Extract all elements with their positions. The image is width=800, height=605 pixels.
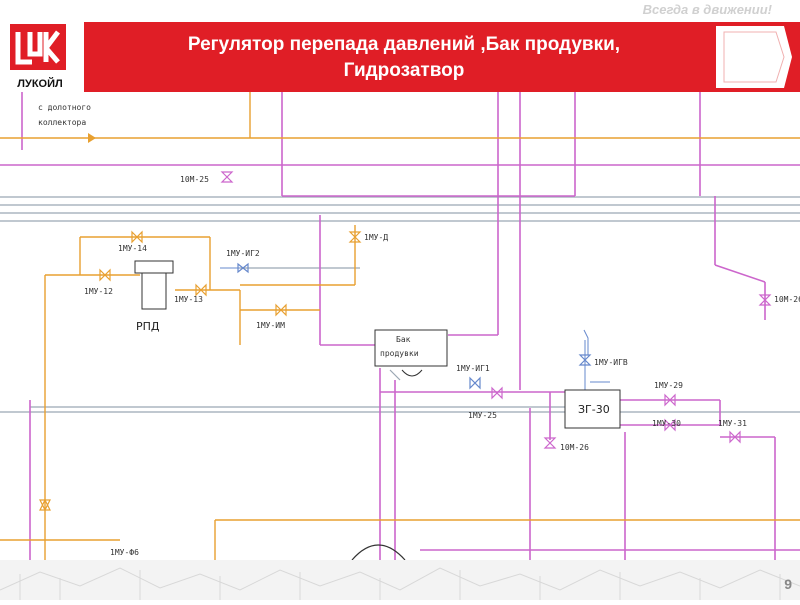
valve-10m26a [758, 294, 772, 306]
label-tank-1: Бак [396, 335, 411, 344]
hydroseal-dome [351, 544, 406, 560]
label-1mu25: 1МУ-25 [468, 411, 497, 420]
blue-pipelines [220, 267, 610, 392]
label-1mu12: 1МУ-12 [84, 287, 113, 296]
label-zg30: ЗГ-30 [578, 403, 610, 416]
title-line-1: Регулятор перепада давлений ,Бак продувк… [187, 34, 621, 55]
valve-1mu-d [348, 231, 362, 243]
valve-1mu-im [275, 303, 287, 317]
lukoil-logo-mark [10, 24, 66, 70]
valve-1mu14 [131, 230, 143, 244]
valve-1mu-ig1 [469, 376, 481, 390]
label-1mu30: 1МУ-30 [652, 419, 681, 428]
source-label-2: коллектора [38, 118, 86, 127]
blowdown-tank [374, 329, 448, 367]
label-1mu29: 1МУ-29 [654, 381, 683, 390]
slogan: Всегда в движении! [642, 2, 772, 17]
valve-1mu12 [99, 268, 111, 282]
piping-diagram: с долотного коллектора 10М-25 1МУ-Д 1МУ-… [0, 92, 800, 560]
label-rpd: РПД [136, 320, 160, 333]
down-arrow-left-2 [39, 498, 51, 511]
magenta-pipelines [0, 92, 800, 560]
title-banner: Регулятор перепада давлений ,Бак продувк… [84, 22, 800, 92]
label-1mu-d: 1МУ-Д [364, 233, 388, 242]
valve-10m25 [220, 171, 234, 183]
orange-pipelines [0, 92, 800, 560]
valve-1mu-ig2 [237, 262, 249, 274]
valves [99, 171, 772, 449]
label-1mu14: 1МУ-14 [118, 244, 147, 253]
footer-strip [0, 560, 800, 600]
source-label-1: с долотного [38, 103, 91, 112]
label-1mu-f6: 1МУ-Ф6 [110, 548, 139, 557]
source-arrow [88, 133, 96, 143]
rpd-head [134, 260, 174, 274]
valve-1mu31 [729, 430, 741, 444]
lukoil-logo: ЛУКОЙЛ [6, 20, 74, 94]
page-title: Регулятор перепада давлений ,Бак продувк… [84, 32, 724, 84]
igv-vent [583, 329, 589, 355]
label-1mu31: 1МУ-31 [718, 419, 747, 428]
valve-1mu-igv [578, 354, 592, 366]
label-1mu-im: 1МУ-ИМ [256, 321, 285, 330]
valve-1mu25 [491, 386, 503, 400]
valve-1mu13 [195, 283, 207, 297]
zg30-box [564, 389, 621, 429]
label-10m25: 10М-25 [180, 175, 209, 184]
grey-pipelines [0, 196, 800, 413]
valve-1mu29 [664, 393, 676, 407]
label-1mu-ig1: 1МУ-ИГ1 [456, 364, 490, 373]
label-1mu-igv: 1МУ-ИГВ [594, 358, 628, 367]
page-number: 9 [784, 576, 792, 592]
label-10m26a: 10М-26 [774, 295, 800, 304]
label-10m26b: 10М-26 [560, 443, 589, 452]
valve-1mu30 [664, 418, 676, 432]
label-tank-2: продувки [380, 349, 419, 358]
rpd-body [141, 272, 167, 310]
title-line-2: Гидрозатвор [343, 60, 465, 81]
label-1mu-ig2: 1МУ-ИГ2 [226, 249, 260, 258]
valve-10m26b [543, 437, 557, 449]
label-1mu13: 1МУ-13 [174, 295, 203, 304]
blowdown-tank-trap [401, 369, 423, 377]
logo-text: ЛУКОЙЛ [17, 78, 63, 90]
